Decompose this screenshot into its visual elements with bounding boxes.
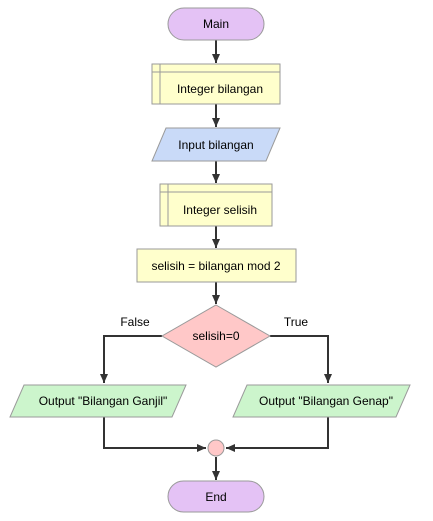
- connectors: [100, 40, 332, 480]
- input-bilangan-shape: [151, 127, 281, 162]
- input-bilangan-box: Input bilangan: [151, 127, 281, 162]
- true-branch-label: True: [284, 315, 309, 329]
- end-terminal: End: [167, 480, 265, 513]
- declare-bilangan-box: Integer bilangan: [151, 63, 281, 105]
- output-ganjil-label: Output "Bilangan Ganjil": [39, 394, 168, 408]
- decision-diamond: selisih=0: [160, 304, 272, 368]
- false-branch-label: False: [120, 315, 150, 329]
- end-terminal-shape: [167, 480, 265, 513]
- declare-bilangan-label: Integer bilangan: [177, 82, 263, 96]
- output-genap-shape: [232, 384, 411, 418]
- edge-genap-to-merge: [226, 417, 329, 452]
- start-terminal-shape: [167, 7, 265, 41]
- declare-selisih-shape: [159, 183, 273, 227]
- start-terminal: Main: [167, 7, 265, 41]
- edge-ganjil-to-merge: [103, 417, 206, 452]
- start-terminal-label: Main: [203, 17, 229, 31]
- input-bilangan-label: Input bilangan: [178, 138, 253, 152]
- assign-shape: [136, 248, 297, 283]
- decision-label: selisih=0: [192, 329, 239, 343]
- declare-selisih-label: Integer selisih: [183, 203, 257, 217]
- output-genap-label: Output "Bilangan Genap": [259, 394, 393, 408]
- output-genap-box: Output "Bilangan Genap": [232, 384, 411, 418]
- edge-decision-true-branch: [270, 335, 332, 383]
- edge-decision-false-branch: [100, 335, 162, 383]
- assign-label: selisih = bilangan mod 2: [151, 259, 280, 273]
- declare-bilangan-shape: [151, 63, 281, 105]
- output-ganjil-box: Output "Bilangan Ganjil": [9, 384, 187, 418]
- assign-box: selisih = bilangan mod 2: [136, 248, 297, 283]
- merge-connector: [207, 439, 225, 457]
- declare-selisih-box: Integer selisih: [159, 183, 273, 227]
- decision-shape: [160, 304, 272, 368]
- end-terminal-label: End: [205, 490, 226, 504]
- output-ganjil-shape: [9, 384, 187, 418]
